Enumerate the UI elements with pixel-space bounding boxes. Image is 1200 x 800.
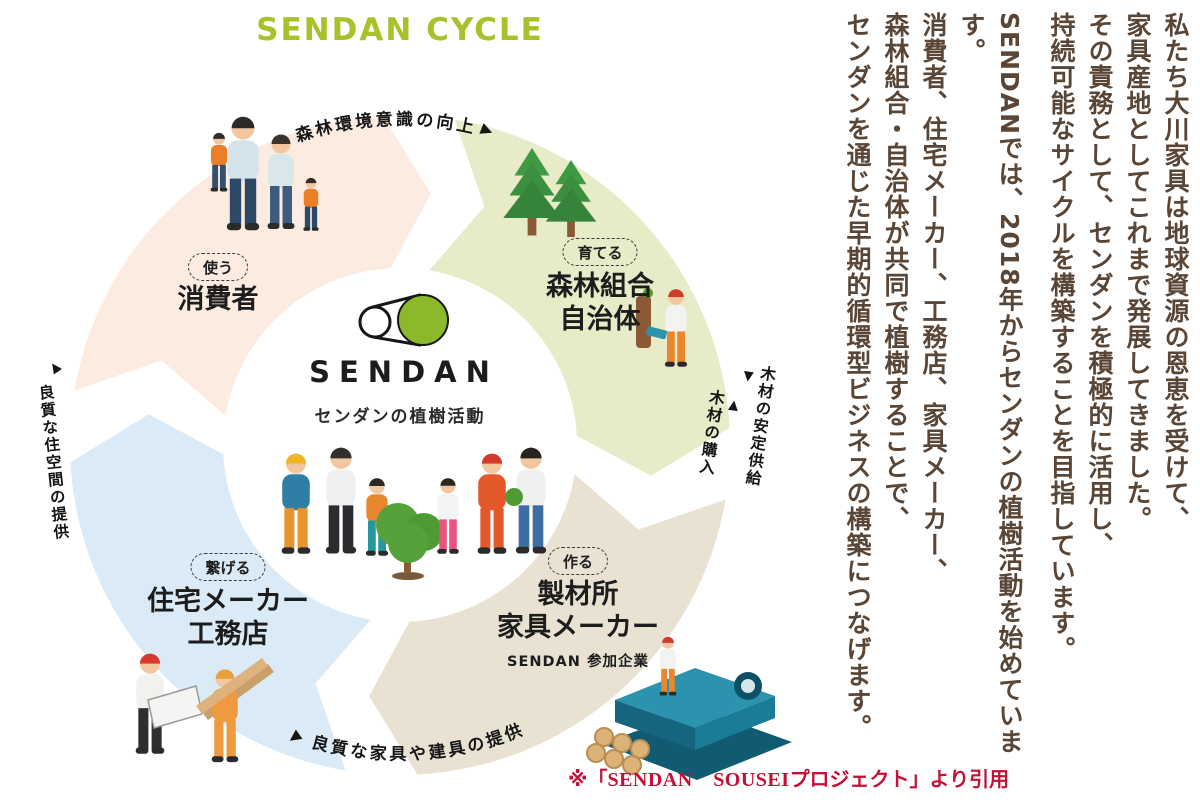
body-vertical-text: 私たち大川家具は地球資源の恩恵を受けて、 家具産地としてこれまで発展してきました… <box>824 12 1194 792</box>
label-sendan-members: SENDAN 参加企業 <box>507 654 649 670</box>
label-forest-union: 森林組合 <box>546 271 654 302</box>
logger-illustration <box>636 288 688 367</box>
vertical-text-line: 消費者、住宅メーカー、工務店、家具メーカー、 <box>919 12 948 584</box>
sendan-logo: SENDAN センダンの植樹活動 <box>309 293 499 427</box>
paragraph-2: SENDANでは、2018年からセンダンの植樹活動を始めています。 消費者、住宅… <box>838 12 1028 792</box>
log-stack-icon <box>586 727 650 775</box>
pill-grow: 育てる <box>562 238 638 266</box>
citation: ※「SENDAN SOUSEIプロジェクト」より引用 <box>568 763 1009 792</box>
logo-green-circle <box>397 294 449 346</box>
pill-make: 作る <box>547 547 609 575</box>
cycle-ring <box>70 115 730 775</box>
vertical-text-line: 持続可能なサイクルを構築することを目指しています。 <box>1047 12 1076 662</box>
paragraph-1: 私たち大川家具は地球資源の恩恵を受けて、 家具産地としてこれまで発展してきました… <box>1042 12 1194 792</box>
ring-segment-forest <box>429 119 730 476</box>
vertical-text-line: 家具産地としてこれまで発展してきました。 <box>1123 12 1152 532</box>
girl-figure <box>437 478 459 554</box>
citation-suffix: プロジェクト」より引用 <box>789 767 1010 791</box>
citation-prefix: ※「 <box>568 767 608 791</box>
ring-segment-maker <box>369 474 726 775</box>
vertical-text-line: 森林組合・自治体が共同で植樹することで、 <box>881 12 910 532</box>
vertical-text-line: センダンを通じた早期的循環型ビジネスの構築につなげます。 <box>843 12 872 740</box>
vertical-text-line: SENDANでは、2018年からセンダンの植樹活動を始めています。 <box>957 12 1024 755</box>
seedling-icon <box>505 488 523 506</box>
vertical-text-line: 私たち大川家具は地球資源の恩恵を受けて、 <box>1161 12 1190 532</box>
logo-small-circle <box>358 305 392 339</box>
builders-illustration <box>135 653 274 763</box>
label-koumuten: 工務店 <box>187 619 269 650</box>
pill-use: 使う <box>187 253 249 281</box>
sapling-tree-icon <box>376 503 443 580</box>
tree-planting-illustration <box>281 447 547 580</box>
red-helmet-worker-figure <box>477 453 507 554</box>
vertical-text-line: その責務として、センダンを積極的に活用し、 <box>1085 12 1114 558</box>
cycle-diagram: 森林環境意識の向上 ▶ 良質な家具や建具の提供 ◀ <box>70 109 792 780</box>
citation-latin: SENDAN SOUSEI <box>607 769 790 791</box>
page-title: SENDAN CYCLE <box>256 12 544 48</box>
pill-connect: 繋げる <box>190 553 266 581</box>
label-furniture-maker: 家具メーカー <box>497 612 659 643</box>
logo-subtitle-text: センダンの植樹活動 <box>315 406 486 427</box>
label-sawmill: 製材所 <box>537 579 619 610</box>
label-municipality: 自治体 <box>559 304 641 335</box>
logo-brand-text: SENDAN <box>309 355 499 389</box>
label-consumer: 消費者 <box>177 284 259 315</box>
label-house-maker: 住宅メーカー <box>147 586 309 617</box>
helmet-worker-figure <box>281 453 311 554</box>
ring-segment-consumer <box>74 115 431 416</box>
woman-figure <box>325 447 357 554</box>
sawmill-machine-illustration <box>586 636 792 780</box>
ring-segment-housing <box>70 414 371 771</box>
